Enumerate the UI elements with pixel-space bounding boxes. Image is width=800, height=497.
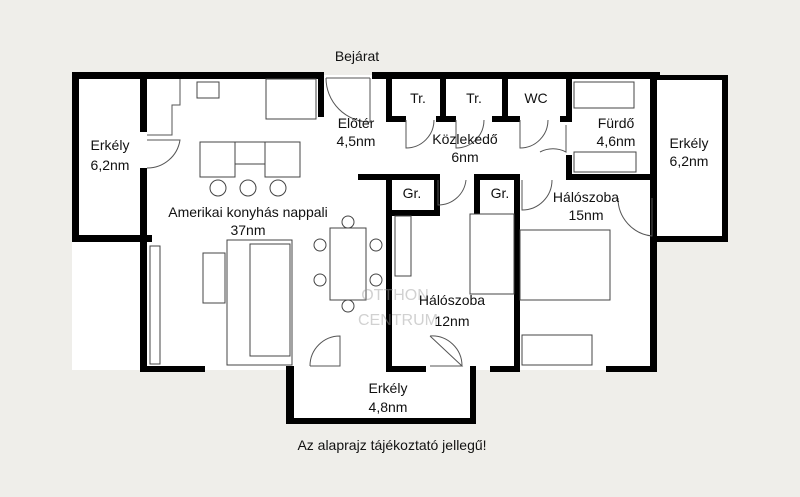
balcony-bottom-name: Erkély (369, 380, 408, 396)
balcony-bottom-floor (292, 370, 475, 422)
balcony-left-name: Erkély (91, 137, 130, 153)
apartment-floor (72, 75, 652, 370)
balcony-right-area: 6,2nm (670, 153, 709, 169)
bedroom-large-name: Hálószoba (553, 189, 619, 205)
wc-label: WC (524, 90, 547, 106)
svg-text:OTTHON: OTTHON (361, 287, 429, 304)
svg-text:CENTRUM: CENTRUM (358, 312, 438, 329)
storage1-label: Tr. (410, 90, 426, 106)
watermark: OTTHON CENTRUM (358, 287, 438, 329)
bathroom-name: Fürdő (598, 115, 635, 131)
living-area: 37nm (230, 222, 265, 238)
entrance-label: Bejárat (335, 48, 379, 64)
hall-name: Előtér (338, 115, 375, 131)
balcony-left-area: 6,2nm (91, 157, 130, 173)
corridor-area: 6nm (451, 149, 478, 165)
furniture (147, 78, 637, 366)
balcony-right-name: Erkély (670, 135, 709, 151)
walls (72, 72, 728, 424)
living-name: Amerikai konyhás nappali (168, 204, 328, 220)
bedroom-small-name: Hálószoba (419, 292, 485, 308)
wardrobe1-label: Gr. (403, 185, 422, 201)
doors (146, 77, 653, 367)
wardrobe2-label: Gr. (491, 185, 510, 201)
corridor-name: Közlekedő (432, 131, 498, 147)
balcony-bottom-area: 4,8nm (369, 399, 408, 415)
bathroom-area: 4,6nm (597, 133, 636, 149)
disclaimer: Az alaprajz tájékoztató jellegű! (297, 437, 486, 453)
bedroom-large-area: 15nm (568, 207, 603, 223)
hall-area: 4,5nm (337, 133, 376, 149)
bedroom-small-area: 12nm (434, 313, 469, 329)
balcony-right-floor (655, 78, 725, 240)
storage2-label: Tr. (466, 90, 482, 106)
